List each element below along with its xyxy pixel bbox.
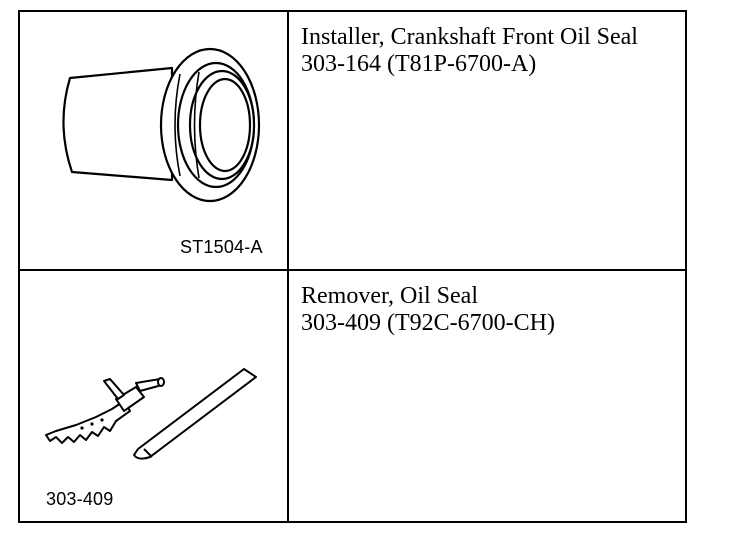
tool-description: Installer, Crankshaft Front Oil Seal 303…	[289, 12, 685, 269]
tool-name: Installer, Crankshaft Front Oil Seal	[301, 24, 638, 50]
tool-row-remover: 303-409 Remover, Oil Seal 303-409 (T92C-…	[20, 271, 685, 521]
tool-illustration-cell: 303-409	[20, 271, 289, 521]
crankshaft-seal-installer-illustration	[62, 47, 261, 203]
tool-part-number: 303-409 (T92C-6700-CH)	[301, 310, 555, 336]
tool-part-number: 303-164 (T81P-6700-A)	[301, 51, 537, 77]
figure-code: 303-409	[46, 489, 114, 509]
tool-row-installer: ST1504-A Installer, Crankshaft Front Oil…	[20, 12, 685, 271]
oil-seal-remover-illustration	[45, 368, 257, 460]
figure-code: ST1504-A	[180, 237, 263, 257]
tool-name: Remover, Oil Seal	[301, 283, 478, 309]
tool-illustration-cell: ST1504-A	[20, 12, 289, 269]
tool-description: Remover, Oil Seal 303-409 (T92C-6700-CH)	[289, 271, 685, 521]
special-tools-table: ST1504-A Installer, Crankshaft Front Oil…	[18, 10, 687, 523]
